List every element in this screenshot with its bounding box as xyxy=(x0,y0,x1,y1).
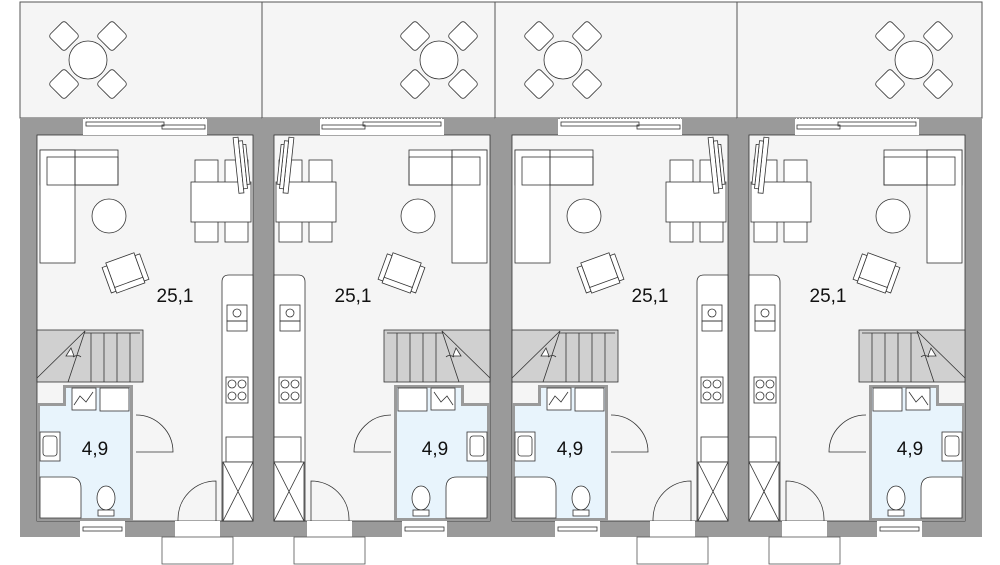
bathroom-area-label: 4,9 xyxy=(557,439,583,460)
living-area-label: 25,1 xyxy=(335,286,372,307)
living-area-label: 25,1 xyxy=(810,286,847,307)
living-area-label: 25,1 xyxy=(632,286,669,307)
living-area-label: 25,1 xyxy=(157,286,194,307)
bathroom-area-label: 4,9 xyxy=(82,439,108,460)
unit-3 xyxy=(494,1,741,565)
bathroom-area-label: 4,9 xyxy=(422,439,448,460)
unit-1 xyxy=(19,1,266,565)
unit-2 xyxy=(261,1,508,565)
bathroom-area-label: 4,9 xyxy=(897,439,923,460)
unit-4 xyxy=(736,1,983,565)
